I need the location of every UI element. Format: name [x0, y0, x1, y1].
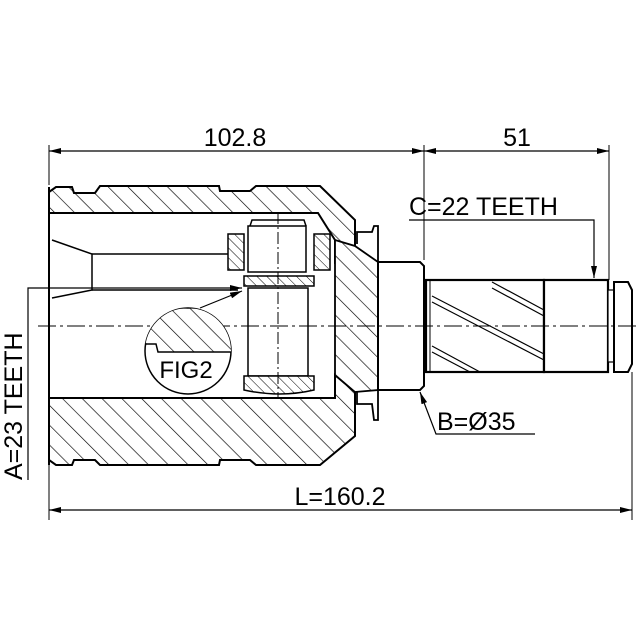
shaft-length-label: 51: [503, 124, 531, 152]
total-length-label: L=160.2: [294, 483, 385, 511]
detail-fig2: FIG2: [144, 290, 243, 395]
callout-spline-a: A=23 TEETH: [0, 285, 242, 480]
callout-spline-c: C=22 TEETH: [409, 193, 597, 278]
fig2-label: FIG2: [159, 357, 212, 384]
callout-diameter-b: B=Ø35: [419, 391, 535, 436]
spline-c-label: C=22 TEETH: [409, 193, 558, 221]
dimension-total-length: L=160.2: [48, 372, 633, 520]
outer-housing: [48, 185, 379, 466]
dimension-housing-length: 102.8: [48, 124, 425, 260]
tripod-roller: [227, 212, 331, 398]
dimension-shaft-length: 51: [424, 124, 610, 280]
housing-length-label: 102.8: [204, 124, 267, 152]
diameter-b-label: B=Ø35: [437, 408, 516, 436]
boot-clamps: [356, 225, 379, 421]
spline-a-label: A=23 TEETH: [0, 332, 28, 480]
